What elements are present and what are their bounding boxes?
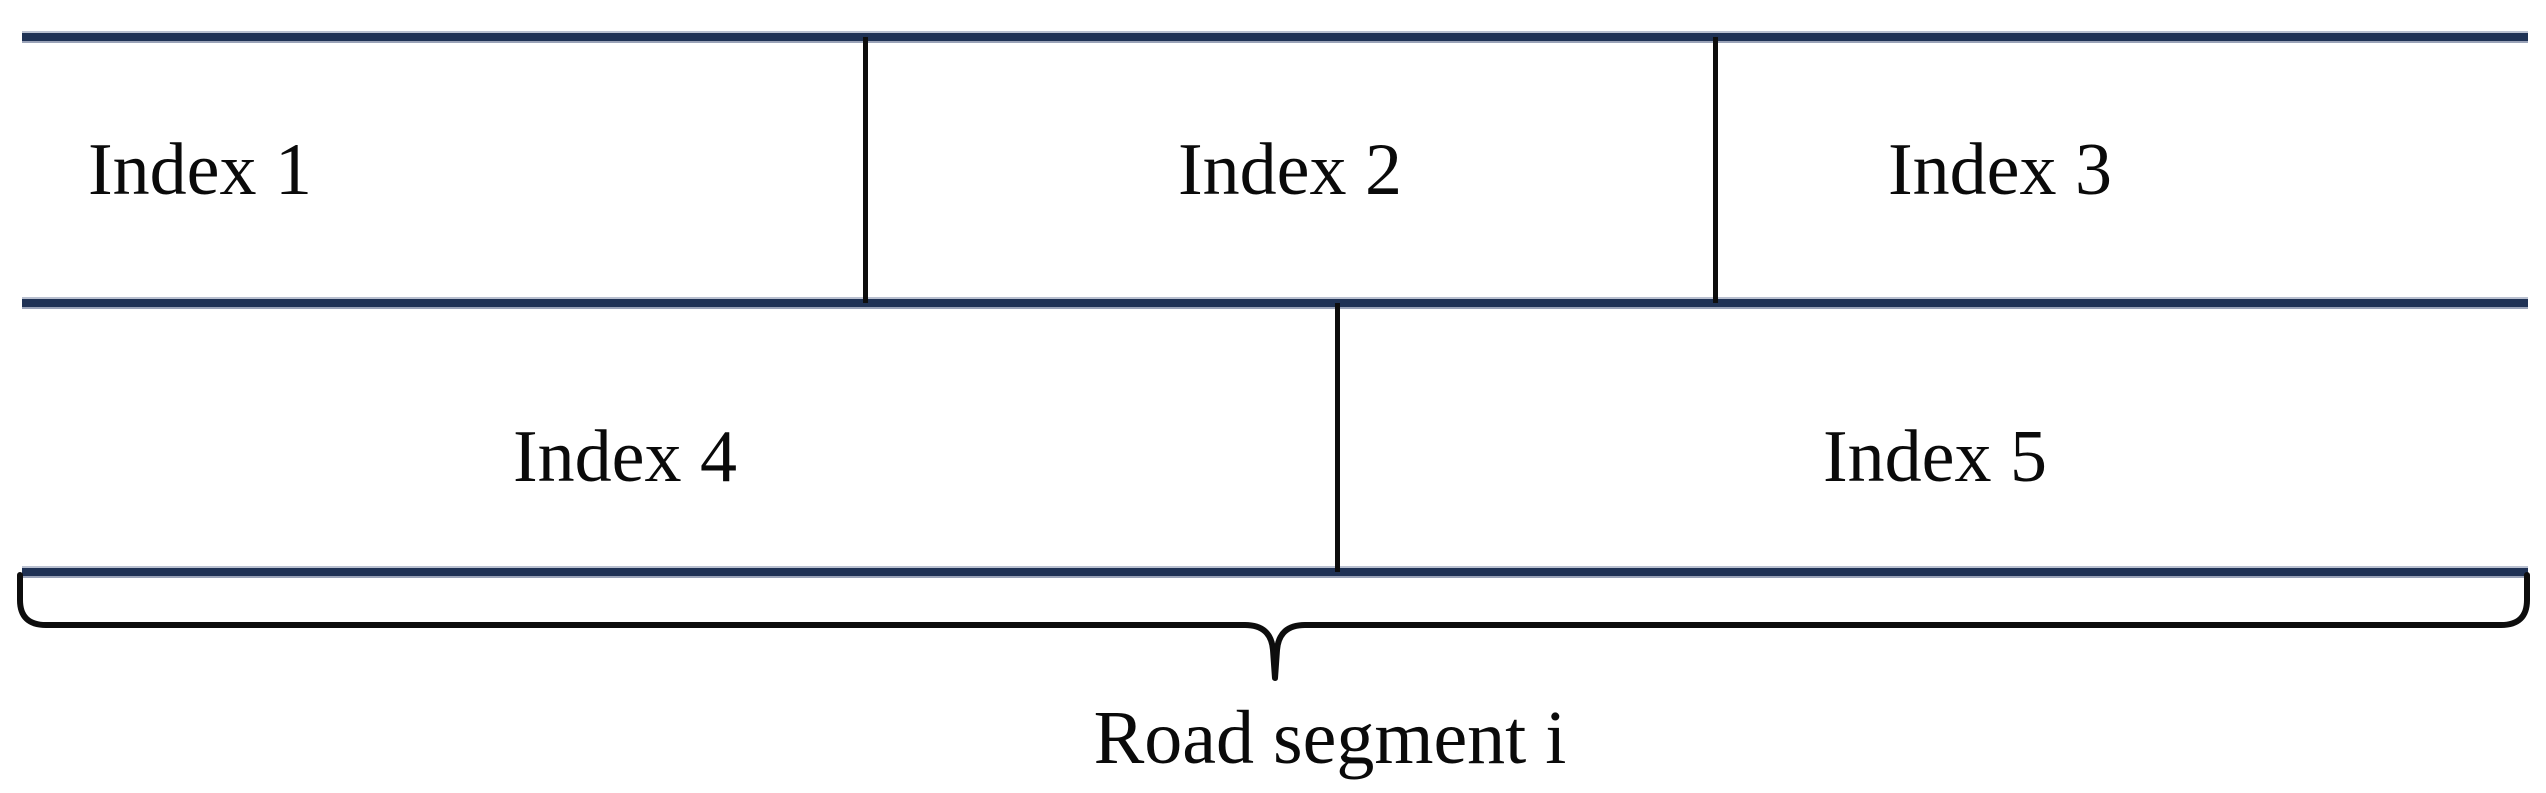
- cell-label-index-1: Index 1: [88, 129, 312, 211]
- bottom-rule: [22, 568, 2528, 576]
- cell-label-index-4: Index 4: [513, 416, 737, 498]
- lower-divider-1: [1335, 303, 1340, 572]
- road-segment-brace-icon: [17, 572, 2530, 681]
- upper-divider-2: [1713, 37, 1718, 303]
- cell-label-index-3: Index 3: [1888, 129, 2112, 211]
- upper-divider-1: [863, 37, 868, 303]
- middle-rule: [22, 299, 2528, 307]
- cell-label-index-2: Index 2: [1178, 129, 1402, 211]
- brace-container: [0, 540, 2546, 690]
- road-segment-label: Road segment i: [1093, 696, 1567, 780]
- cell-label-index-5: Index 5: [1823, 416, 2047, 498]
- top-rule: [22, 33, 2528, 41]
